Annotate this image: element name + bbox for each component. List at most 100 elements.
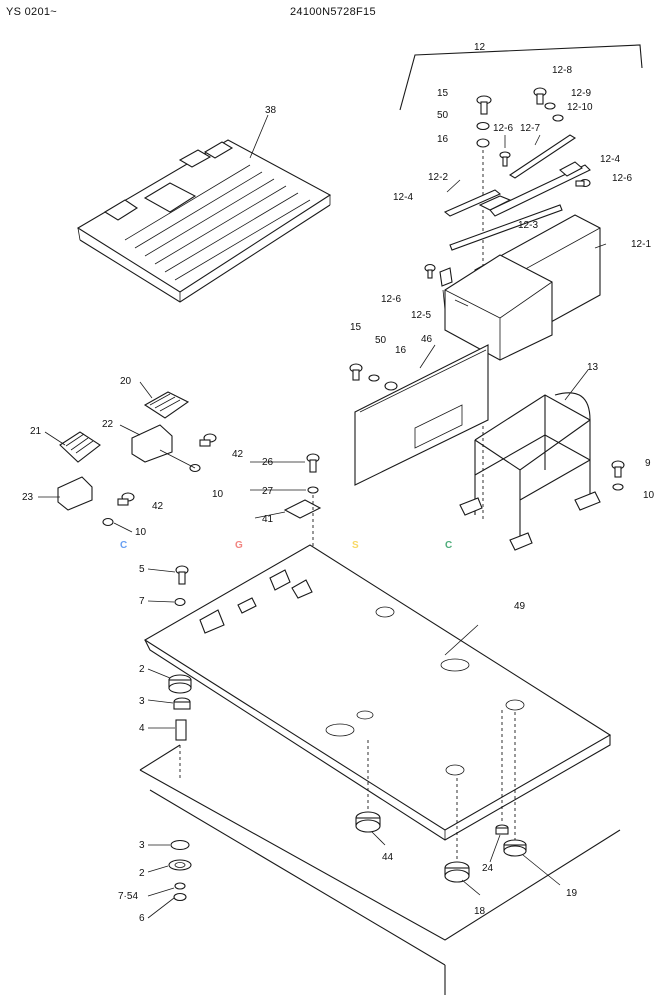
callout-41: 41: [262, 514, 274, 525]
mount-18: [444, 861, 470, 883]
callout-7-top: 7: [139, 596, 145, 607]
floor-plate-49: [143, 544, 612, 841]
bracket-12-5: [439, 267, 453, 287]
callout-12-4-left: 12-4: [393, 192, 413, 203]
spacer-24: [495, 824, 509, 835]
bracket-41: [283, 499, 322, 519]
callout-2-bottom: 2: [139, 868, 145, 879]
cover-23: [57, 476, 93, 511]
bolt-26: [306, 453, 320, 473]
washer-50-mid: [368, 374, 380, 382]
callout-12-6-top: 12-6: [493, 123, 513, 134]
base-outline: [139, 769, 621, 941]
bolt-12-6-left: [424, 263, 436, 279]
callout-labels: 12 12-8 12-9 12-10 15 50 16 12-6 12-7 12…: [22, 42, 655, 924]
callout-24: 24: [482, 863, 494, 874]
callout-10-pedal: 10: [212, 489, 224, 500]
mount-19: [503, 839, 527, 857]
bolt-12-6-right: [575, 178, 591, 188]
callout-20: 20: [120, 376, 132, 387]
box-12-1: [444, 214, 601, 361]
callout-15-mid: 15: [350, 322, 362, 333]
callout-27: 27: [262, 486, 274, 497]
callout-12: 12: [474, 42, 486, 53]
watermark-letter-c2: C: [445, 540, 452, 551]
callout-16-top: 16: [437, 134, 449, 145]
callout-6: 6: [139, 913, 145, 924]
frame-13: [459, 392, 601, 551]
washer-10-left: [102, 517, 114, 527]
callout-12-2: 12-2: [428, 172, 448, 183]
watermark-letter-s: S: [352, 540, 359, 551]
callout-7-54: 7·54: [118, 891, 138, 902]
drawing-number: 24100N5728F15: [290, 6, 376, 18]
watermark-letter-g: G: [235, 540, 243, 551]
callout-19: 19: [566, 888, 578, 899]
mount-44: [355, 811, 381, 833]
callout-50-top: 50: [437, 110, 449, 121]
callout-12-9: 12-9: [571, 88, 591, 99]
strip-12-2: [443, 189, 502, 217]
callout-3-top: 3: [139, 696, 145, 707]
mount-3-top: [173, 697, 191, 710]
washer-27: [307, 486, 319, 494]
part-38-cover: [76, 139, 332, 303]
washer-7-top: [174, 597, 186, 607]
callout-23: 23: [22, 492, 34, 503]
base-edge: [139, 744, 446, 995]
callout-26: 26: [262, 457, 274, 468]
callout-10-right: 10: [643, 490, 655, 501]
callout-12-3: 12-3: [518, 220, 538, 231]
washer-7-54: [174, 882, 186, 890]
clip-12-3: [478, 195, 512, 211]
callout-9: 9: [645, 458, 651, 469]
callout-4: 4: [139, 723, 145, 734]
callout-2-top: 2: [139, 664, 145, 675]
callout-44: 44: [382, 852, 394, 863]
callout-49: 49: [514, 601, 526, 612]
serial-code: YS 0201~: [6, 6, 58, 18]
washer-16-top: [476, 138, 490, 148]
watermark-letter-c1: C: [120, 540, 127, 551]
washer-16-mid: [384, 381, 398, 391]
plate-46: [354, 344, 489, 486]
mount-2-bottom: [168, 859, 192, 871]
callout-12-7: 12-7: [520, 123, 540, 134]
nut-12-10: [552, 114, 564, 122]
callout-12-8: 12-8: [552, 65, 572, 76]
callout-13: 13: [587, 362, 599, 373]
washer-50-top: [476, 121, 490, 131]
pedal-21: [59, 431, 101, 463]
callout-38: 38: [265, 105, 277, 116]
callout-18: 18: [474, 906, 486, 917]
callout-3-bottom: 3: [139, 840, 145, 851]
bolt-42-upper: [199, 433, 217, 447]
callout-46: 46: [421, 334, 433, 345]
pedal-20: [143, 391, 190, 419]
callout-50-mid: 50: [375, 335, 387, 346]
bolt-15-mid: [349, 363, 363, 381]
bolt-9: [611, 460, 625, 478]
nut-6: [173, 892, 187, 902]
spacer-4: [175, 719, 187, 741]
mount-2-top: [168, 674, 192, 694]
strip-12-7: [508, 134, 577, 179]
bolt-5: [175, 565, 189, 585]
rail-12-4a: [489, 164, 591, 217]
callout-5: 5: [139, 564, 145, 575]
leader-lines: [38, 243, 607, 919]
callout-12-5: 12-5: [411, 310, 431, 321]
callout-12-6-left: 12-6: [381, 294, 401, 305]
cgsc-watermark: C G S C: [120, 540, 452, 551]
callout-15-top: 15: [437, 88, 449, 99]
bolt-42-lower: [117, 492, 135, 506]
callout-16-mid: 16: [395, 345, 407, 356]
callout-12-1: 12-1: [631, 239, 651, 250]
callout-21: 21: [30, 426, 42, 437]
bolt-12-8: [533, 87, 547, 105]
washer-12-9: [544, 102, 556, 110]
callout-12-10: 12-10: [567, 102, 593, 113]
mount-3-bottom: [170, 839, 190, 851]
hinge-12-4: [559, 161, 583, 177]
